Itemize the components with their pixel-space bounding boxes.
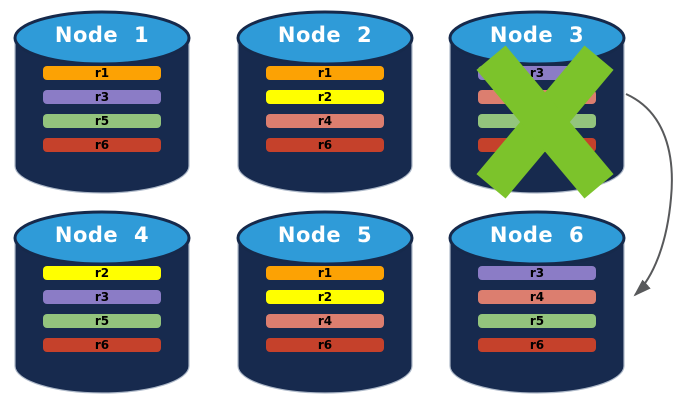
db-node-2: Node 2 r1 r2 r4 r6 xyxy=(235,8,415,196)
replica-bars: r1 r2 r4 r6 xyxy=(235,266,415,362)
replica-bar-r2: r2 xyxy=(266,290,384,304)
replica-bar-r6: r6 xyxy=(43,138,161,152)
db-node-5: Node 5 r1 r2 r4 r6 xyxy=(235,208,415,396)
failure-x-icon xyxy=(476,45,614,199)
replica-bar-r1: r1 xyxy=(266,266,384,280)
db-node-6: Node 6 r3 r4 r5 r6 xyxy=(447,208,627,396)
replica-bar-r3: r3 xyxy=(478,266,596,280)
replica-bars: r2 r3 r5 r6 xyxy=(12,266,192,362)
replica-bar-r5: r5 xyxy=(478,314,596,328)
replica-bar-r4: r4 xyxy=(266,114,384,128)
cylinder-top xyxy=(236,210,414,266)
node-title: Node 1 xyxy=(54,23,150,47)
db-node-1: Node 1 r1 r3 r5 r6 xyxy=(12,8,192,196)
replica-bar-r5: r5 xyxy=(43,114,161,128)
node-title: Node 5 xyxy=(277,223,373,247)
failover-arrow-path xyxy=(625,93,673,297)
node-title: Node 6 xyxy=(489,223,585,247)
node-title: Node 2 xyxy=(277,23,373,47)
replica-bar-r1: r1 xyxy=(266,66,384,80)
replica-bars: r1 r3 r5 r6 xyxy=(12,66,192,162)
replica-bar-r5: r5 xyxy=(43,314,161,328)
replica-bars: r3 r4 r5 r6 xyxy=(447,266,627,362)
replica-bar-r3: r3 xyxy=(43,290,161,304)
replica-bar-r3: r3 xyxy=(43,90,161,104)
replica-bar-r6: r6 xyxy=(266,138,384,152)
db-node-4: Node 4 r2 r3 r5 r6 xyxy=(12,208,192,396)
replica-bar-r6: r6 xyxy=(478,338,596,352)
node-title: Node 3 xyxy=(489,23,585,47)
replica-bar-r4: r4 xyxy=(266,314,384,328)
node-title: Node 4 xyxy=(54,223,150,247)
replica-bar-r4: r4 xyxy=(478,290,596,304)
cylinder-top xyxy=(448,210,626,266)
replica-bars: r1 r2 r4 r6 xyxy=(235,66,415,162)
replica-bar-r6: r6 xyxy=(266,338,384,352)
cylinder-top xyxy=(236,10,414,66)
cylinder-top xyxy=(13,210,191,266)
replica-bar-r2: r2 xyxy=(43,266,161,280)
cylinder-top xyxy=(13,10,191,66)
replica-bar-r1: r1 xyxy=(43,66,161,80)
replica-bar-r2: r2 xyxy=(266,90,384,104)
replica-bar-r6: r6 xyxy=(43,338,161,352)
